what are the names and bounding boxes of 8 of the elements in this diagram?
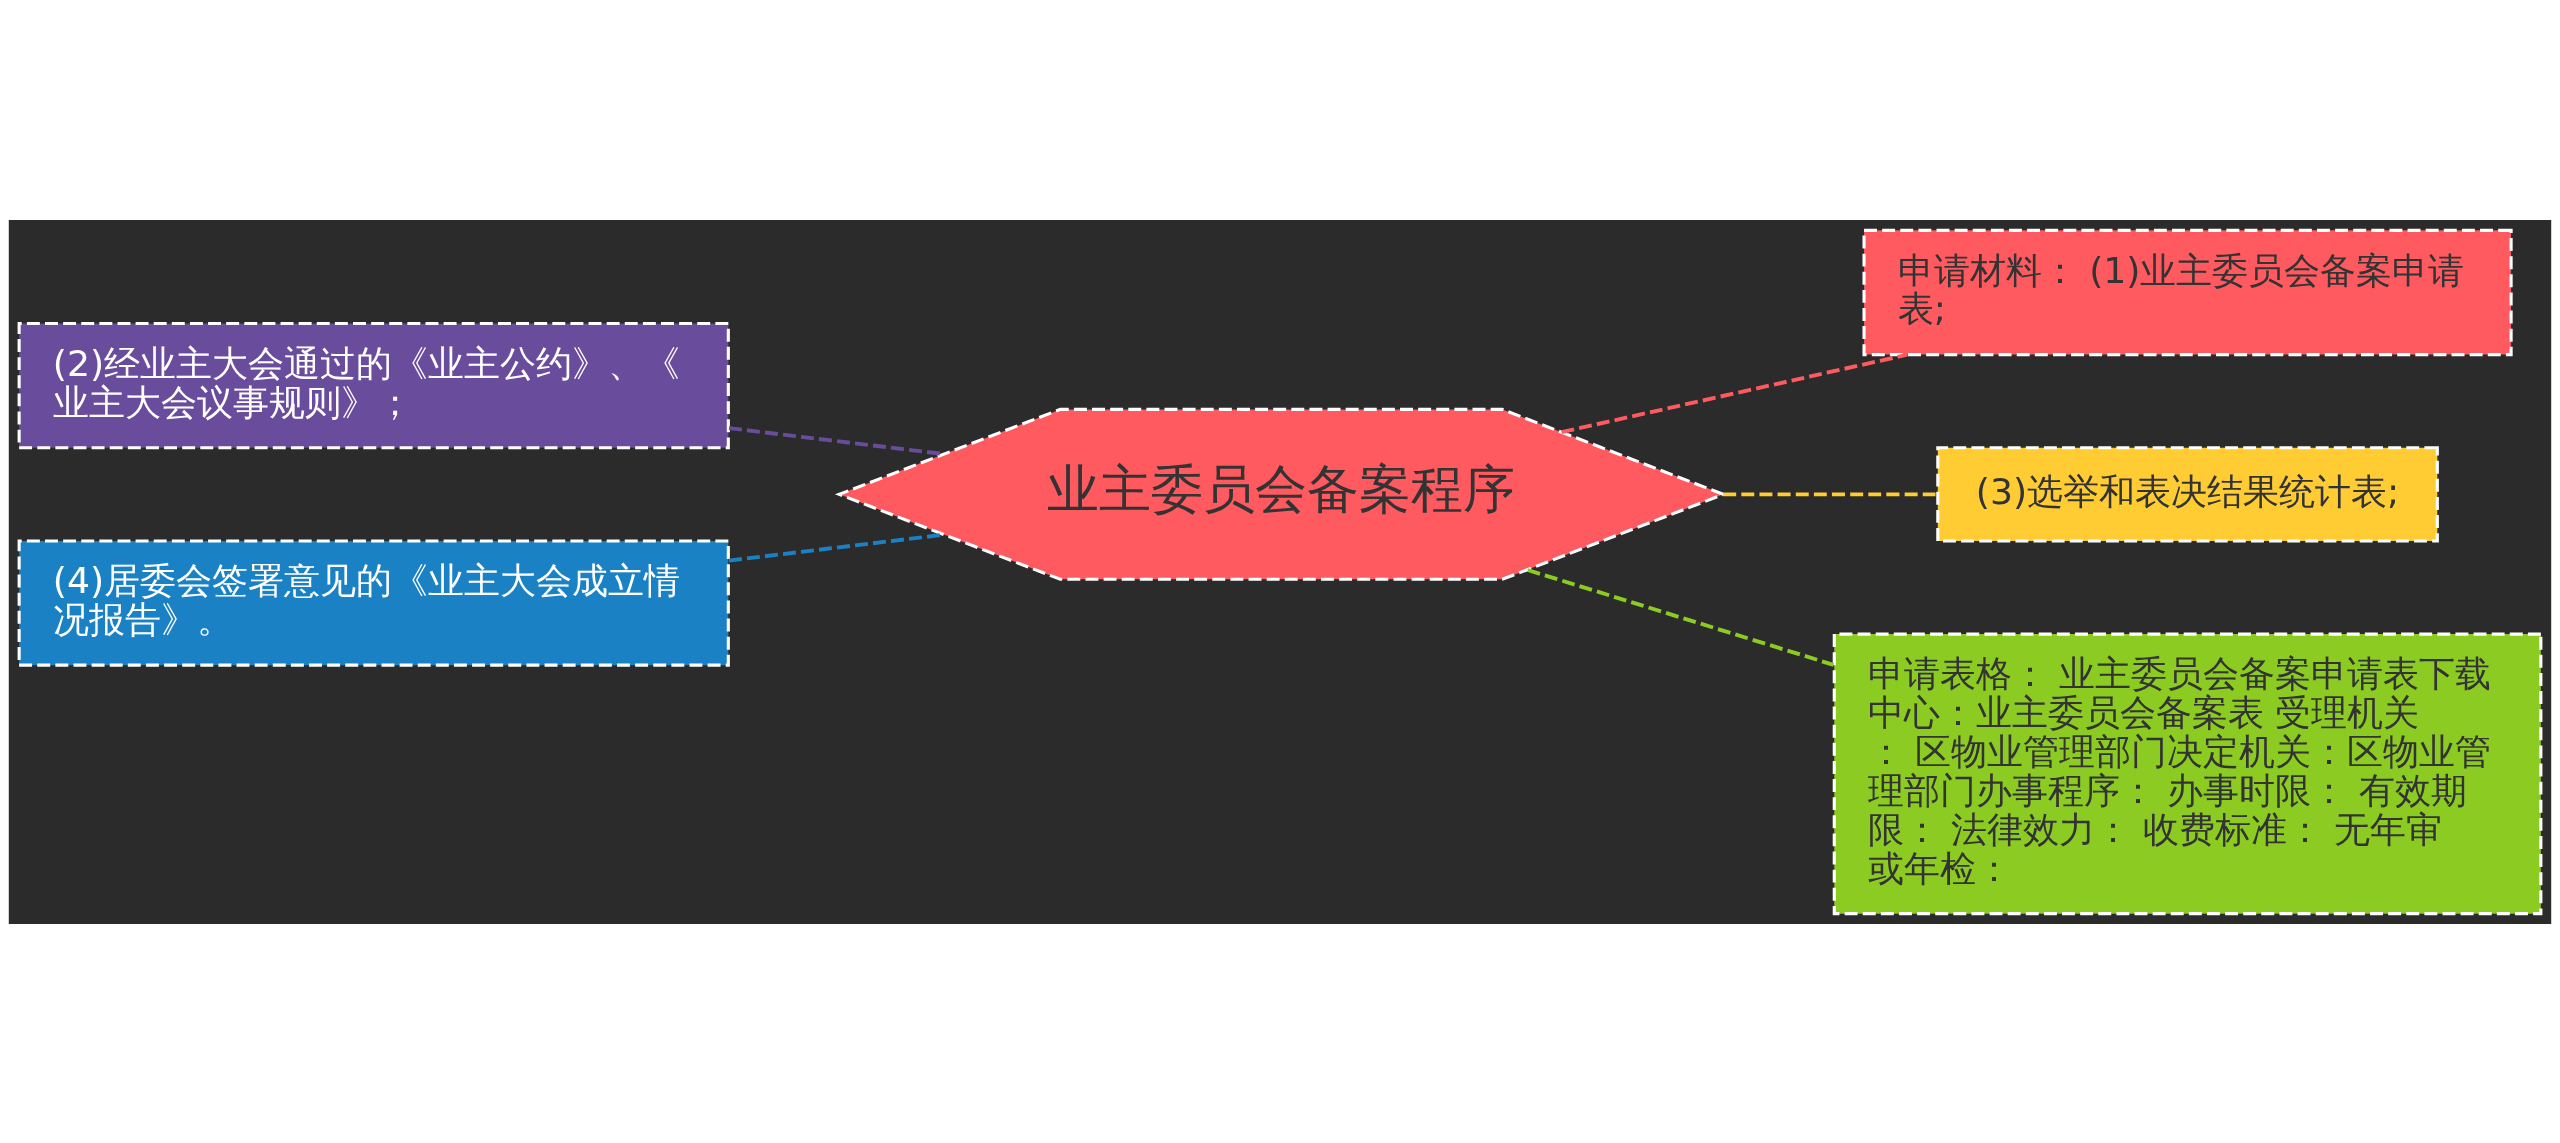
connector bbox=[1723, 491, 1937, 496]
node-box: (3)选举和表决结果统计表; bbox=[1936, 445, 2439, 542]
node-box: (2)经业主大会通过的《业主公约》、《业主大会议事规则》； bbox=[17, 321, 730, 449]
node-box: (4)居委会签署意见的《业主大会成立情况报告》。 bbox=[17, 538, 730, 667]
node-box: 申请材料： (1)业主委员会备案申请表; bbox=[1862, 228, 2513, 356]
node-box: 申请表格： 业主委员会备案申请表下载中心：业主委员会备案表 受理机关： 区物业管理部门决定机关：区物业管理部门办事程序： 办事时限： 有效期限： 法律效力： 收费标准： 无年审或年检： bbox=[1832, 632, 2543, 915]
connector bbox=[1527, 567, 1835, 667]
connector bbox=[1561, 352, 1908, 434]
